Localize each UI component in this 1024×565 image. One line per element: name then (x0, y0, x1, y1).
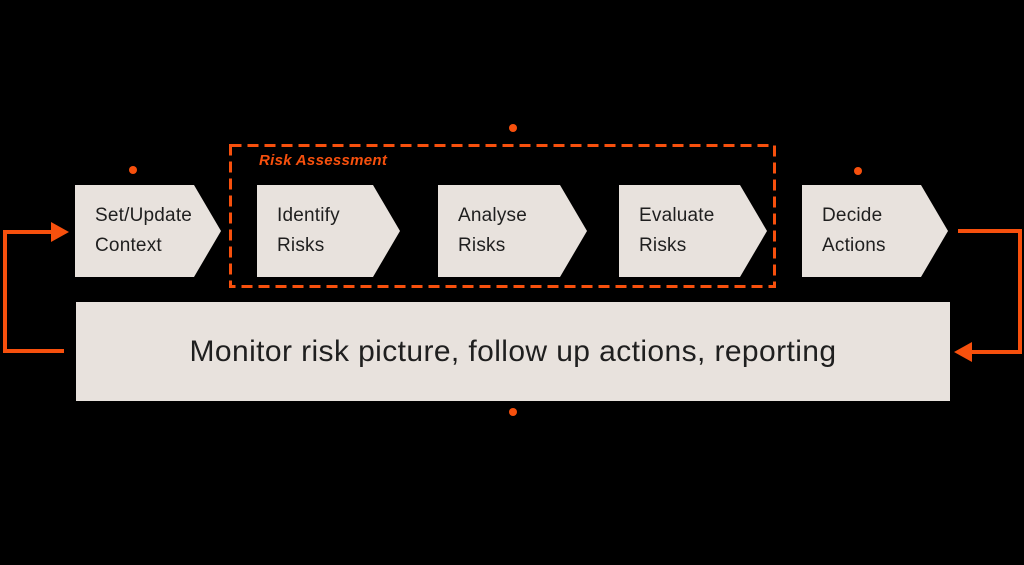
step-decide-actions: Decide Actions (802, 185, 948, 277)
step-label: Evaluate Risks (639, 205, 715, 256)
arrowhead-left-icon (954, 342, 972, 362)
step-analyse-risks: Analyse Risks (438, 185, 587, 277)
step-evaluate-risks: Evaluate Risks (619, 185, 767, 277)
orange-dot-icon (509, 408, 517, 416)
orange-dot-icon (854, 167, 862, 175)
orange-dot-icon (509, 124, 517, 132)
risk-assessment-group-label: Risk Assessment (259, 152, 388, 169)
feedback-connector-right (958, 229, 1022, 354)
feedback-connector-left (3, 230, 64, 353)
step-set-update-context: Set/Update Context (75, 185, 221, 277)
step-label: Set/Update Context (95, 205, 193, 256)
orange-dot-icon (129, 166, 137, 174)
step-label: Identify Risks (277, 205, 340, 256)
arrowhead-right-icon (51, 222, 69, 242)
step-label: Decide Actions (822, 205, 886, 256)
monitor-bar-label: Monitor risk picture, follow up actions,… (189, 334, 837, 368)
monitor-bar: Monitor risk picture, follow up actions,… (76, 302, 950, 401)
step-label: Analyse Risks (458, 205, 527, 256)
step-identify-risks: Identify Risks (257, 185, 400, 277)
